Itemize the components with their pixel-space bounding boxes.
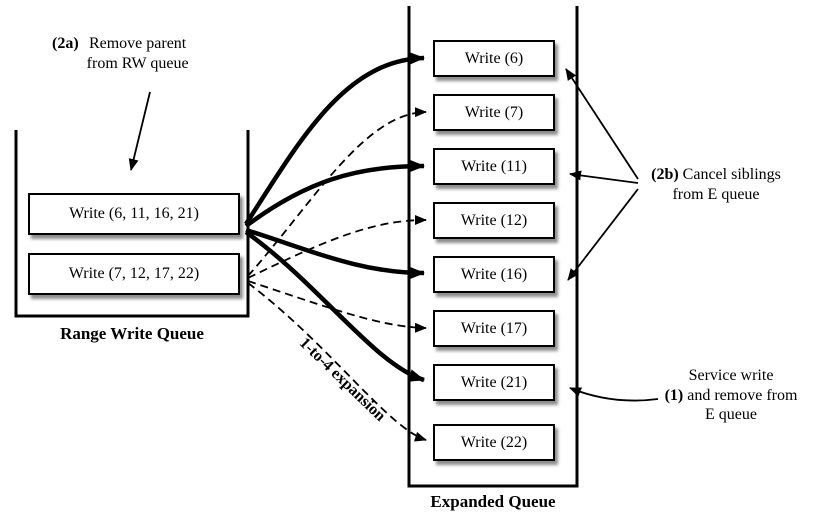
expanded-item: Write (17)	[433, 310, 555, 347]
expand-arrow-16	[245, 227, 425, 280]
cancel-arrow-6	[565, 68, 639, 180]
expanded-queue-container	[407, 6, 579, 488]
annotation-2a-tag: (2a)	[52, 35, 79, 52]
annotation-remove-parent: (2a) Remove parent from RW queue	[52, 34, 189, 73]
range-write-item: Write (6, 11, 16, 21)	[28, 193, 240, 235]
expanded-item: Write (7)	[433, 94, 555, 131]
expanded-item: Write (22)	[433, 424, 555, 461]
expand-arrow-11	[244, 159, 425, 228]
cancel-arrow-16	[567, 188, 639, 281]
expand-arrow-6	[244, 51, 425, 226]
expanded-queue-label: Expanded Queue	[430, 492, 556, 511]
service-arrow-21	[569, 387, 659, 402]
expand-arrow-17-dashed	[247, 280, 427, 333]
expand-arrow-7-dashed	[247, 107, 427, 277]
annotation-2b-tag: (2b)	[651, 166, 679, 183]
range-write-item: Write (7, 12, 17, 22)	[28, 253, 240, 295]
expanded-item: Write (16)	[433, 256, 555, 293]
expanded-item: Write (6)	[433, 40, 555, 77]
annotation-1-tag: (1)	[664, 386, 684, 404]
annotation-2a-arrow	[128, 91, 151, 171]
expand-arrow-12-dashed	[247, 215, 427, 279]
annotation-service-write: Service write (1) and remove from E queu…	[664, 367, 798, 424]
cancel-arrow-11	[569, 170, 639, 184]
expanded-item: Write (11)	[433, 148, 555, 185]
range-queue-label: Range Write Queue	[60, 324, 204, 343]
expanded-item: Write (12)	[433, 202, 555, 239]
annotation-2a-text: Remove parent from RW queue	[86, 35, 189, 72]
expanded-item: Write (21)	[433, 364, 555, 401]
expand-arrow-22-dashed	[247, 282, 427, 442]
expand-arrow-21	[244, 230, 425, 383]
annotation-cancel-siblings: (2b) Cancel siblings from E queue	[651, 166, 781, 203]
